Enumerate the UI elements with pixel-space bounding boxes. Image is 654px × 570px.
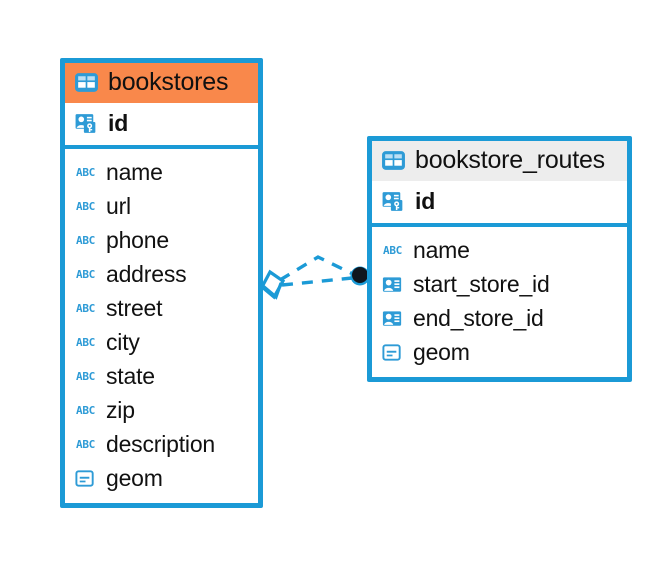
text-type-icon: ABC <box>74 297 97 320</box>
svg-text:ABC: ABC <box>76 267 95 280</box>
svg-text:ABC: ABC <box>76 301 95 314</box>
diamond-crowsfoot-marker[interactable] <box>259 269 286 300</box>
text-type-icon: ABC <box>381 239 404 262</box>
text-type-icon: ABC <box>74 195 97 218</box>
entity-title: bookstore_routes <box>415 146 605 174</box>
field-label: zip <box>106 396 135 423</box>
text-type-icon: ABC <box>74 229 97 252</box>
field-label: geom <box>106 464 163 491</box>
text-type-icon: ABC <box>74 433 97 456</box>
primary-key-row[interactable]: id <box>372 181 627 227</box>
field-row[interactable]: ABC name <box>65 155 258 189</box>
entity-bookstore-routes[interactable]: bookstore_routes id <box>367 136 632 382</box>
field-row[interactable]: ABC url <box>65 189 258 223</box>
primary-key-row[interactable]: id <box>65 103 258 149</box>
svg-text:ABC: ABC <box>76 233 95 246</box>
table-icon <box>381 148 406 173</box>
field-label: url <box>106 192 131 219</box>
svg-text:ABC: ABC <box>76 165 95 178</box>
text-type-icon: ABC <box>74 161 97 184</box>
primary-key-label: id <box>415 188 436 214</box>
field-row[interactable]: geom <box>65 461 258 495</box>
entity-bookstores[interactable]: bookstores id <box>60 58 263 508</box>
field-label: end_store_id <box>413 304 544 331</box>
field-label: name <box>106 158 163 185</box>
field-label: geom <box>413 338 470 365</box>
field-label: street <box>106 294 163 321</box>
primary-key-label: id <box>108 110 129 136</box>
field-label: phone <box>106 226 169 253</box>
field-row[interactable]: ABC street <box>65 291 258 325</box>
text-type-icon: ABC <box>74 263 97 286</box>
field-row[interactable]: ABC city <box>65 325 258 359</box>
entity-header-bookstore-routes[interactable]: bookstore_routes <box>372 141 627 181</box>
text-type-icon: ABC <box>74 331 97 354</box>
foreign-key-icon <box>381 307 404 330</box>
relationship-line-lower <box>281 276 353 287</box>
svg-text:ABC: ABC <box>76 403 95 416</box>
field-label: state <box>106 362 155 389</box>
foreign-key-icon <box>381 273 404 296</box>
table-icon <box>74 70 99 95</box>
relationship-line-upper <box>279 255 354 282</box>
field-list-bookstore-routes: ABC name start_store_id <box>372 227 627 377</box>
field-row[interactable]: ABC address <box>65 257 258 291</box>
field-row[interactable]: end_store_id <box>372 301 627 335</box>
field-list-bookstores: ABC name ABC url ABC p <box>65 149 258 503</box>
svg-text:ABC: ABC <box>76 437 95 450</box>
svg-text:ABC: ABC <box>383 243 402 256</box>
svg-text:ABC: ABC <box>76 199 95 212</box>
entity-title: bookstores <box>108 68 229 96</box>
field-label: address <box>106 260 187 287</box>
entity-header-bookstores[interactable]: bookstores <box>65 63 258 103</box>
text-type-icon: ABC <box>74 365 97 388</box>
primary-key-icon <box>74 111 99 136</box>
field-label: name <box>413 236 470 263</box>
field-row[interactable]: ABC description <box>65 427 258 461</box>
geometry-type-icon <box>74 467 97 490</box>
field-row[interactable]: ABC name <box>372 233 627 267</box>
geometry-type-icon <box>381 341 404 364</box>
primary-key-icon <box>381 189 406 214</box>
field-row[interactable]: ABC zip <box>65 393 258 427</box>
text-type-icon: ABC <box>74 399 97 422</box>
field-label: description <box>106 430 216 457</box>
field-label: start_store_id <box>413 270 550 297</box>
svg-text:ABC: ABC <box>76 369 95 382</box>
field-row[interactable]: ABC state <box>65 359 258 393</box>
field-label: city <box>106 328 140 355</box>
field-row[interactable]: geom <box>372 335 627 369</box>
field-row[interactable]: ABC phone <box>65 223 258 257</box>
svg-text:ABC: ABC <box>76 335 95 348</box>
field-row[interactable]: start_store_id <box>372 267 627 301</box>
